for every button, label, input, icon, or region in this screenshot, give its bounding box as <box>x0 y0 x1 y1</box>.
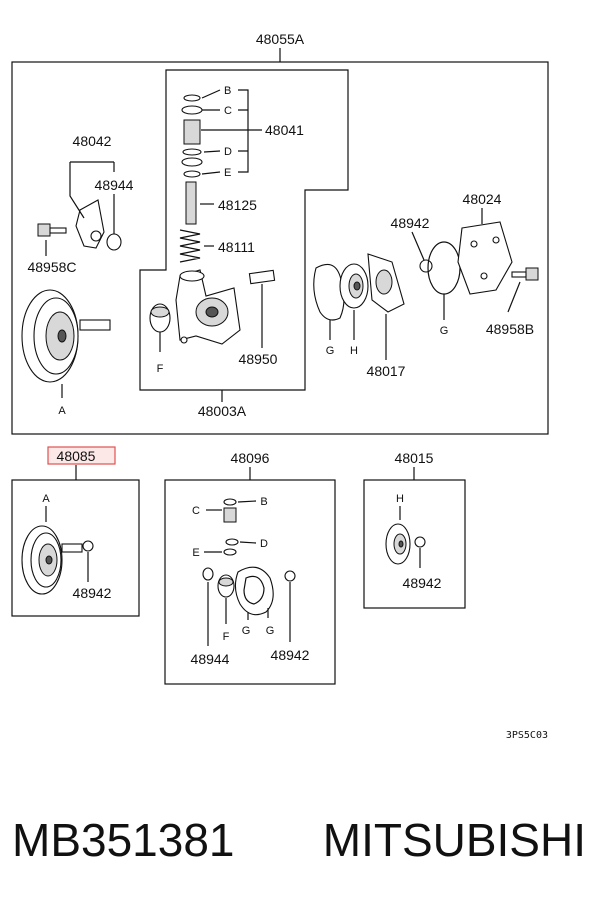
letter-leaders <box>201 89 221 175</box>
kit-48096-nut <box>284 570 296 582</box>
kit-48096-bushing-F <box>217 574 235 598</box>
kit-48096-oring-D <box>225 538 239 546</box>
label-48942-main: 48942 <box>391 215 430 231</box>
label-48041: 48041 <box>265 122 304 138</box>
footer-brand: MITSUBISHI <box>323 814 586 866</box>
label-48055A: 48055A <box>256 31 305 47</box>
bolt-48958B <box>511 267 539 281</box>
spring-48111 <box>179 229 201 263</box>
label-48015: 48015 <box>395 450 434 466</box>
kit-48096-letter-C: C <box>192 505 200 517</box>
label-48950: 48950 <box>239 351 278 367</box>
kit-48096-fitting-C <box>223 507 237 523</box>
kit-48096-letter-G1: G <box>242 625 251 637</box>
kit-48096-oring-48944 <box>202 567 214 581</box>
leader-48042 <box>69 161 115 219</box>
rotor-H <box>339 263 369 309</box>
kit-48085-pulley <box>21 525 83 595</box>
letter-G-right: G <box>440 325 449 337</box>
kit-48096-label-48942: 48942 <box>271 647 310 663</box>
kit-48096-letter-E: E <box>192 547 199 559</box>
valve-stack-48041 <box>181 94 203 178</box>
gasket-G <box>313 263 345 321</box>
letter-E: E <box>224 167 231 179</box>
kit-48085-letter-A: A <box>42 493 50 505</box>
letter-C: C <box>224 105 232 117</box>
kit-48015-label-48942: 48942 <box>403 575 442 591</box>
diagram-code: 3PS5C03 <box>506 730 548 741</box>
subassembly-frame-48003A <box>139 69 349 391</box>
letter-D: D <box>224 146 232 158</box>
label-48096: 48096 <box>231 450 270 466</box>
label-48017: 48017 <box>367 363 406 379</box>
highlight-48085 <box>47 446 116 465</box>
ring-G-right <box>427 241 461 295</box>
label-48111: 48111 <box>218 239 255 255</box>
kit-48096-frame <box>164 479 336 685</box>
kit-48096-letter-D: D <box>260 538 268 550</box>
main-assembly-frame <box>11 61 549 435</box>
letter-H: H <box>350 345 358 357</box>
letter-A: A <box>58 405 66 417</box>
pulley-A <box>21 289 111 383</box>
kit-48096-letter-G2: G <box>266 625 275 637</box>
label-48125: 48125 <box>218 197 257 213</box>
kit-48096-gasket-G <box>234 566 274 616</box>
kit-48015-letter-H: H <box>396 493 404 505</box>
label-48085[interactable]: 48085 <box>57 448 96 464</box>
kit-48085-frame <box>11 479 140 617</box>
label-48003A: 48003A <box>198 403 247 419</box>
leader-48958B <box>507 281 521 313</box>
kit-48015-frame <box>363 479 466 609</box>
kit-48096-oring-B <box>223 498 237 506</box>
footer-part-number: MB351381 <box>12 814 235 866</box>
cover-48024 <box>457 221 513 295</box>
kit-48096-leader-B <box>237 500 257 503</box>
label-48958B: 48958B <box>486 321 534 337</box>
pump-body <box>175 269 241 345</box>
label-48944: 48944 <box>95 177 134 193</box>
nut-48942 <box>419 259 433 273</box>
label-48958C: 48958C <box>27 259 76 275</box>
housing-48017 <box>367 253 405 313</box>
kit-48015-nut <box>414 536 426 548</box>
leader-48942-main <box>411 231 425 261</box>
letter-G-left: G <box>326 345 335 357</box>
bolt-48958C <box>37 223 67 237</box>
label-48024: 48024 <box>463 191 502 207</box>
label-48042: 48042 <box>73 133 112 149</box>
kit-48096-label-48944: 48944 <box>191 651 230 667</box>
pin-48950 <box>248 269 276 285</box>
bracket-48042 <box>75 199 105 249</box>
valve-48125 <box>185 181 197 225</box>
letter-B: B <box>224 85 231 97</box>
kit-48085-label-48942: 48942 <box>73 585 112 601</box>
kit-48096-letter-B: B <box>260 496 267 508</box>
oring-48944 <box>106 233 122 251</box>
kit-48096-letter-F: F <box>223 631 230 643</box>
kit-48096-leader-D <box>239 541 257 544</box>
kit-48096-oring-E <box>223 548 237 556</box>
kit-48085-nut <box>82 540 94 552</box>
bracket-48041 <box>201 89 262 173</box>
kit-48015-rotor-H <box>385 523 411 565</box>
bushing-F <box>149 303 171 333</box>
letter-F: F <box>157 363 164 375</box>
